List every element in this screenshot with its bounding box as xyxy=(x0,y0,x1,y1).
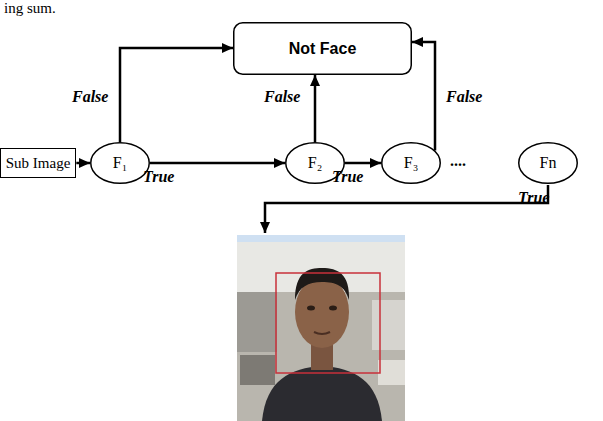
edge-label: False xyxy=(72,88,108,106)
edge-label: False xyxy=(446,88,482,106)
flow-arrow xyxy=(150,162,285,165)
flow-arrow xyxy=(412,42,435,150)
node-label: F₃ xyxy=(404,154,418,172)
edge-label: True xyxy=(143,168,174,186)
node-label: Sub Image xyxy=(6,155,71,172)
edge-label: False xyxy=(264,88,300,106)
flow-arrow xyxy=(76,162,90,165)
terminal-box: Not Face xyxy=(233,22,412,75)
edge-label: True xyxy=(518,189,549,207)
filter-stage: F₁ xyxy=(90,142,150,184)
flow-arrow xyxy=(314,75,317,142)
ellipsis: .... xyxy=(450,152,466,170)
cropped-text: ing sum. xyxy=(4,0,56,17)
edge-label: True xyxy=(332,168,363,186)
output-connector xyxy=(265,185,548,233)
node-label: Fn xyxy=(540,154,557,172)
filter-stage: Fn xyxy=(518,142,578,184)
flow-arrow xyxy=(345,162,381,165)
face-photo xyxy=(237,235,405,421)
node-label: F₂ xyxy=(308,154,322,172)
node-label: Not Face xyxy=(289,40,357,58)
flow-arrow xyxy=(120,48,233,142)
filter-stage: F₃ xyxy=(381,142,441,184)
node-label: F₁ xyxy=(113,154,127,172)
input-box: Sub Image xyxy=(0,148,76,178)
